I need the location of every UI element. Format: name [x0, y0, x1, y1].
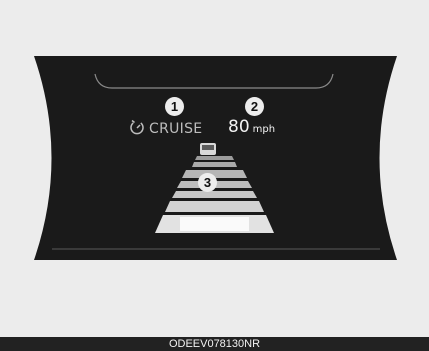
cruise-label: CRUISE	[149, 121, 202, 137]
marker-1: 1	[165, 97, 184, 116]
marker-3: 3	[198, 173, 217, 192]
speed-value: 80	[228, 117, 250, 137]
marker-2: 2	[245, 97, 264, 116]
speed-unit: mph	[253, 124, 275, 135]
figure-caption: ODEEV078130NR	[0, 337, 429, 351]
